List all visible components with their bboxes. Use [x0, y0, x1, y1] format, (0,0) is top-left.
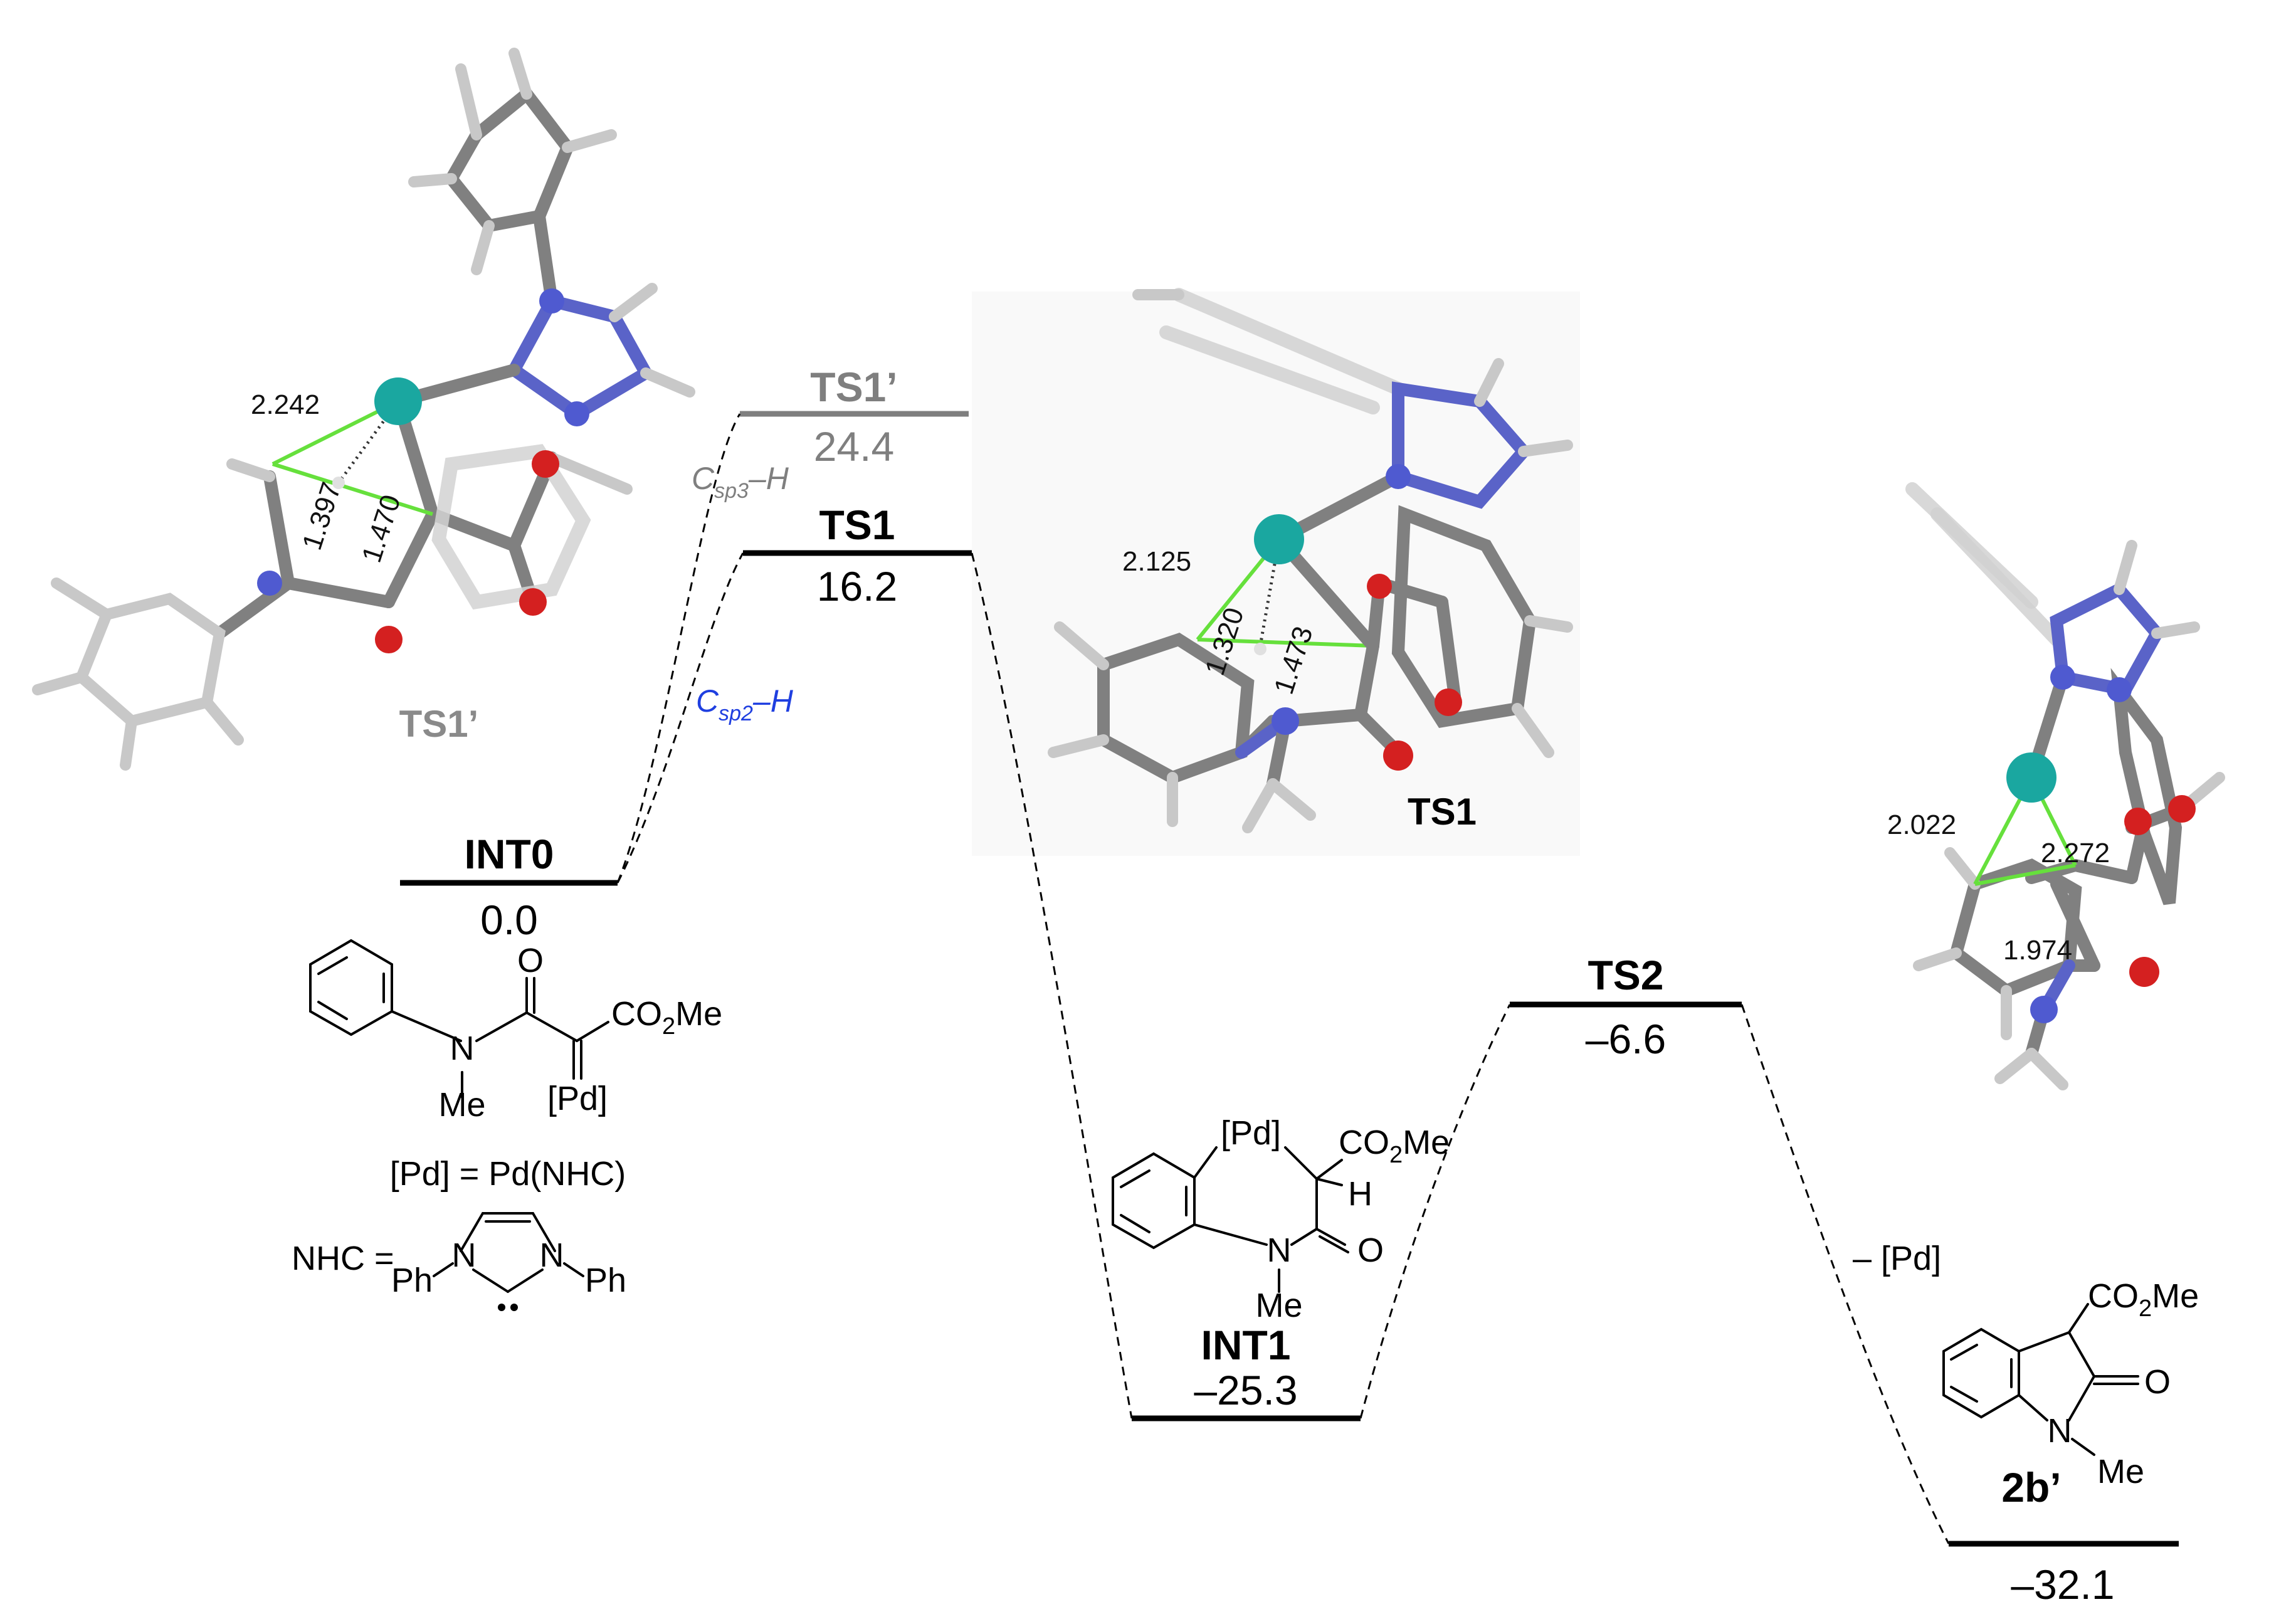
int0-pd: [Pd] — [547, 1080, 608, 1117]
ts1p-distance-cc: 1.470 — [356, 491, 407, 566]
ts1p-distance-pd: 2.242 — [251, 389, 320, 420]
ts1-name: TS1 — [819, 502, 895, 548]
ts2-pd-atom — [2006, 752, 2056, 803]
int0-name: INT0 — [464, 831, 554, 877]
int0-n-atom: N — [450, 1030, 475, 1067]
ts1p-distance-ch: 1.397 — [297, 478, 347, 554]
int0-me: Me — [438, 1086, 485, 1124]
product-2b-chemical-structure: – [Pd] CO2Me O N Me 2b’ — [1853, 1240, 2199, 1511]
nhc-n-left: N — [452, 1236, 477, 1274]
connector-int0-ts1-prime — [616, 413, 741, 883]
ts1-structure-label: TS1 — [1408, 791, 1477, 833]
connector-ts1-int1 — [971, 552, 1133, 1419]
2b-benzene-ring — [1942, 1327, 2020, 1419]
nhc-ph-right: Ph — [585, 1262, 626, 1299]
pd-definition: [Pd] = Pd(NHC) — [390, 1155, 626, 1193]
2b-o: O — [2144, 1363, 2171, 1401]
connector-int1-ts2 — [1359, 1004, 1511, 1419]
int1-me: Me — [1255, 1287, 1302, 1324]
nhc-n-right: N — [540, 1236, 564, 1274]
int0-co2me: CO2Me — [611, 995, 722, 1040]
ts1p-pd-atom — [374, 377, 422, 425]
int0-energy: 0.0 — [480, 897, 538, 943]
2b-me: Me — [2097, 1453, 2144, 1490]
int1-n: N — [1267, 1231, 1292, 1269]
2b-prime-energy: –32.1 — [2011, 1561, 2114, 1608]
int1-name: INT1 — [1201, 1322, 1290, 1368]
ts2-energy: –6.6 — [1586, 1016, 1666, 1062]
2b-n: N — [2048, 1412, 2072, 1450]
ts2-distance-cc: 1.974 — [2003, 935, 2072, 966]
int1-pd: [Pd] — [1221, 1114, 1281, 1152]
nhc-ph-left: Ph — [391, 1262, 433, 1299]
ts1-prime-energy: 24.4 — [814, 423, 894, 470]
ts1-prime-name: TS1’ — [810, 364, 897, 410]
2b-co2me: CO2Me — [2088, 1277, 2199, 1322]
minus-pd-label: – [Pd] — [1853, 1240, 1941, 1277]
int1-chemical-structure: [Pd] CO2Me H O N Me — [1112, 1114, 1450, 1324]
connector-ts2-2b — [1740, 1004, 1950, 1544]
ts2-structure: 2.022 2.272 1.974 — [1887, 482, 2225, 1090]
int0-chemical-structure: N Me O CO2Me [Pd] [Pd] = Pd(NHC) NHC = N… — [292, 939, 722, 1311]
nhc-label: NHC = — [292, 1240, 394, 1277]
ts1-prime-structure: 2.242 1.397 1.470 TS1’ — [32, 48, 695, 771]
ts1-pd-atom — [1254, 514, 1304, 564]
2b-prime-name: 2b’ — [2001, 1464, 2061, 1511]
int1-co2me: CO2Me — [1339, 1124, 1450, 1168]
ts1-energy: 16.2 — [817, 563, 897, 609]
csp2-h-label: Csp2–H — [696, 683, 794, 725]
int0-o-atom: O — [517, 942, 544, 979]
ts2-name: TS2 — [1588, 952, 1663, 998]
int1-energy: –25.3 — [1194, 1367, 1297, 1413]
ts2-distance-pd-c1: 2.022 — [1887, 809, 1956, 840]
int1-h: H — [1348, 1175, 1372, 1213]
int0-benzene-ring — [309, 939, 393, 1036]
csp3-h-label: Csp3–H — [692, 461, 789, 503]
connector-int0-ts1 — [616, 552, 744, 883]
ts1p-structure-label: TS1’ — [399, 703, 479, 745]
ts2-distance-pd-c2: 2.272 — [2041, 838, 2110, 868]
int1-benzene-ring — [1112, 1152, 1196, 1250]
ts1-distance-pd: 2.125 — [1122, 546, 1191, 577]
int1-o: O — [1357, 1231, 1384, 1269]
